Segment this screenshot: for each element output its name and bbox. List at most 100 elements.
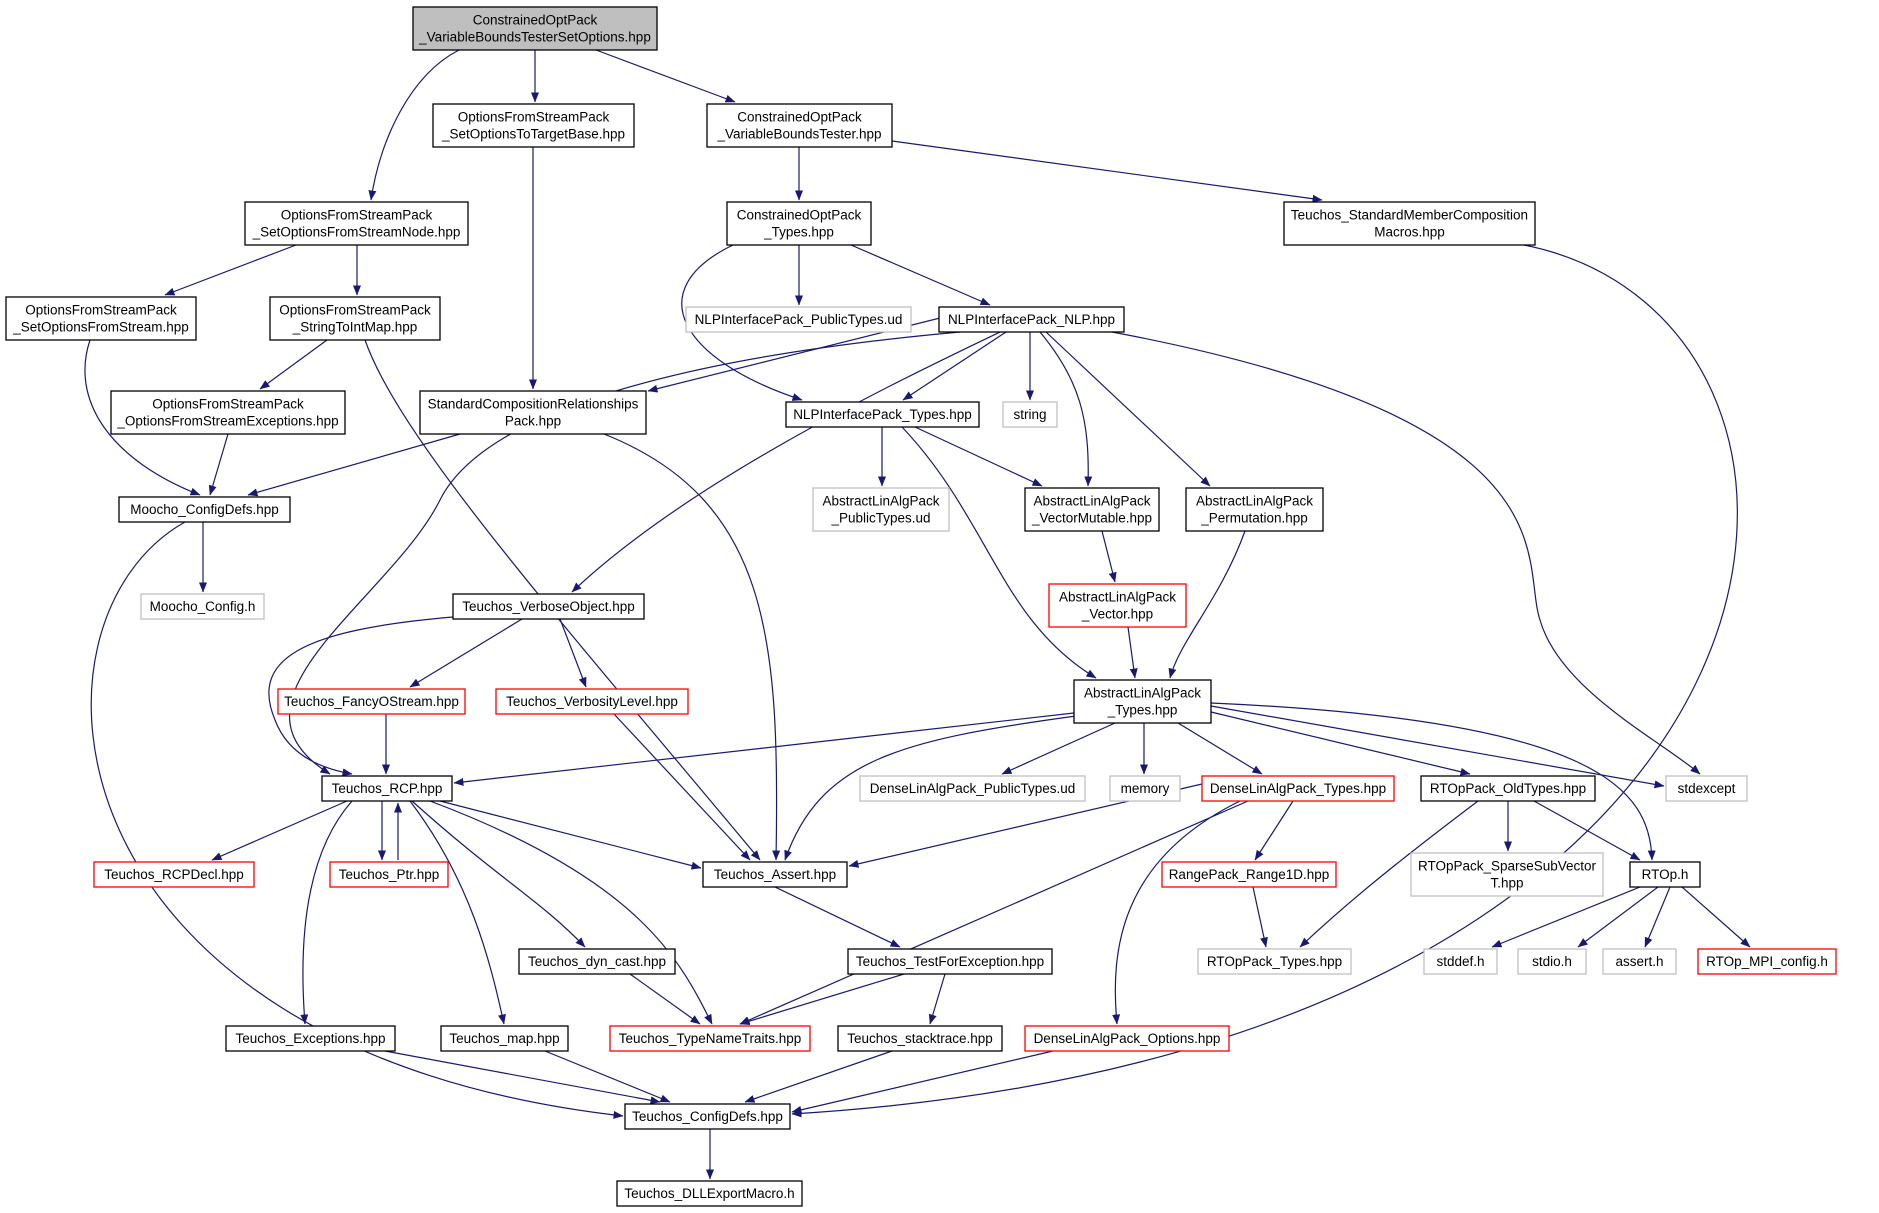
node-nlp-pub: NLPInterfacePack_PublicTypes.ud xyxy=(685,306,912,333)
node-rtop-h[interactable]: RTOp.h xyxy=(1629,861,1701,888)
node-label: StandardCompositionRelationships xyxy=(428,397,639,412)
node-rtop-old[interactable]: RTOpPack_OldTypes.hpp xyxy=(1420,775,1596,802)
node-ala-pub: AbstractLinAlgPack_PublicTypes.ud xyxy=(812,487,950,532)
node-label: OptionsFromStreamPack xyxy=(152,397,304,412)
edge-nlp_types-to-ala_types xyxy=(901,426,1097,679)
node-rtop-mpi[interactable]: RTOp_MPI_config.h xyxy=(1697,948,1837,975)
edge-moocho_cd-to-t_cd xyxy=(90,521,624,1119)
node-t-dll[interactable]: Teuchos_DLLExportMacro.h xyxy=(616,1180,803,1207)
node-label: ConstrainedOptPack xyxy=(737,208,862,223)
node-t-st[interactable]: Teuchos_stacktrace.hpp xyxy=(837,1025,1003,1052)
node-label: Teuchos_FancyOStream.hpp xyxy=(284,694,459,709)
node-box xyxy=(812,487,950,532)
node-t-dyn[interactable]: Teuchos_dyn_cast.hpp xyxy=(518,948,676,975)
node-box xyxy=(1024,487,1160,532)
node-ala-vec[interactable]: AbstractLinAlgPack_Vector.hpp xyxy=(1048,583,1187,628)
edge-nlp_nlp-to-ala_vm xyxy=(1039,331,1093,487)
edge-t_rcp-to-t_map xyxy=(409,800,506,1025)
edge-t_vo-to-t_vl xyxy=(559,618,587,688)
node-t-assert[interactable]: Teuchos_Assert.hpp xyxy=(702,861,848,888)
node-moocho-cd[interactable]: Moocho_ConfigDefs.hpp xyxy=(118,496,291,523)
edge-ofs_s2i-to-ofs_exc xyxy=(259,339,328,390)
edge-ofs_exc-to-moocho_cd xyxy=(208,433,229,496)
node-label: _VariableBoundsTesterSetOptions.hpp xyxy=(418,30,651,45)
node-t-smc[interactable]: Teuchos_StandardMemberCompositionMacros.… xyxy=(1283,201,1536,246)
node-ofs-node[interactable]: OptionsFromStreamPack_SetOptionsFromStre… xyxy=(244,201,469,246)
node-ofs-stream[interactable]: OptionsFromStreamPack_SetOptionsFromStre… xyxy=(5,296,197,341)
node-box xyxy=(702,861,848,888)
node-dla-opt[interactable]: DenseLinAlgPack_Options.hpp xyxy=(1024,1025,1230,1052)
node-ofs-target[interactable]: OptionsFromStreamPack_SetOptionsToTarget… xyxy=(432,103,635,148)
node-box xyxy=(847,948,1053,975)
node-dla-types[interactable]: DenseLinAlgPack_Types.hpp xyxy=(1201,775,1395,802)
node-t-fos[interactable]: Teuchos_FancyOStream.hpp xyxy=(277,688,466,715)
node-label: stdio.h xyxy=(1532,954,1572,969)
node-cop-vbt[interactable]: ConstrainedOptPack_VariableBoundsTester.… xyxy=(706,103,893,148)
node-box xyxy=(5,296,197,341)
node-label: Teuchos_map.hpp xyxy=(449,1031,559,1046)
node-t-rcpdecl[interactable]: Teuchos_RCPDecl.hpp xyxy=(93,861,255,888)
node-label: RangePack_Range1D.hpp xyxy=(1169,867,1330,882)
node-stddef: stddef.h xyxy=(1423,948,1498,975)
node-box xyxy=(859,775,1086,802)
edge-cop_types-to-nlp_nlp xyxy=(850,244,991,306)
edge-t_exc-to-t_cd xyxy=(384,1050,661,1105)
node-label: RTOpPack_SparseSubVector xyxy=(1418,859,1597,874)
node-box xyxy=(1002,401,1058,428)
node-ofs-exc[interactable]: OptionsFromStreamPack_OptionsFromStreamE… xyxy=(110,390,346,435)
node-ala-types[interactable]: AbstractLinAlgPack _Types.hpp xyxy=(1073,679,1212,724)
node-box xyxy=(1185,487,1324,532)
node-string: string xyxy=(1002,401,1058,428)
node-t-exc[interactable]: Teuchos_Exceptions.hpp xyxy=(225,1025,396,1052)
node-label: RTOp.h xyxy=(1642,867,1689,882)
node-label: Teuchos_StandardMemberComposition xyxy=(1291,208,1528,223)
node-root[interactable]: ConstrainedOptPack_VariableBoundsTesterS… xyxy=(412,6,658,51)
node-label: string xyxy=(1013,407,1046,422)
node-ofs-s2i[interactable]: OptionsFromStreamPack_StringToIntMap.hpp xyxy=(269,296,441,341)
node-ala-perm[interactable]: AbstractLinAlgPack_Permutation.hpp xyxy=(1185,487,1324,532)
edge-t_vl-to-t_assert xyxy=(613,713,751,861)
edge-t_vo-to-t_fos xyxy=(409,618,523,688)
edge-rtop_old-to-rtop_h xyxy=(1533,800,1641,861)
node-ala-vm[interactable]: AbstractLinAlgPack_VectorMutable.hpp xyxy=(1024,487,1160,532)
node-label: memory xyxy=(1121,781,1170,796)
node-label: Pack.hpp xyxy=(505,414,561,429)
edge-dla_types-to-t_tnt xyxy=(739,800,1249,1025)
node-t-cd[interactable]: Teuchos_ConfigDefs.hpp xyxy=(624,1103,791,1130)
node-t-map[interactable]: Teuchos_map.hpp xyxy=(440,1025,569,1052)
node-label: RTOp_MPI_config.h xyxy=(1706,954,1828,969)
edge-t_rcp-to-t_rcpdecl xyxy=(211,800,348,861)
node-t-vo[interactable]: Teuchos_VerboseObject.hpp xyxy=(452,593,645,620)
node-box xyxy=(225,1025,396,1052)
node-box xyxy=(419,390,647,435)
node-t-vl[interactable]: Teuchos_VerbosityLevel.hpp xyxy=(495,688,689,715)
node-t-tfe[interactable]: Teuchos_TestForException.hpp xyxy=(847,948,1053,975)
node-box xyxy=(616,1180,803,1207)
node-label: AbstractLinAlgPack xyxy=(1033,494,1150,509)
edge-t_vo-to-t_rcp xyxy=(268,616,454,777)
edge-t_st-to-t_cd xyxy=(744,1050,893,1103)
edge-ala_types-to-t_rcp xyxy=(453,712,1075,786)
node-label: AbstractLinAlgPack xyxy=(1084,686,1201,701)
edge-ala_perm-to-ala_types xyxy=(1168,530,1246,679)
node-box xyxy=(938,306,1125,333)
node-nlp-types[interactable]: NLPInterfacePack_Types.hpp xyxy=(785,401,980,428)
node-t-tnt[interactable]: Teuchos_TypeNameTraits.hpp xyxy=(609,1025,811,1052)
node-t-ptr[interactable]: Teuchos_Ptr.hpp xyxy=(329,861,449,888)
edge-t_rcp-to-t_assert xyxy=(439,800,702,870)
node-label: AbstractLinAlgPack xyxy=(822,494,939,509)
node-label: Teuchos_TypeNameTraits.hpp xyxy=(619,1031,802,1046)
node-label: OptionsFromStreamPack xyxy=(279,303,431,318)
node-nlp-nlp[interactable]: NLPInterfacePack_NLP.hpp xyxy=(938,306,1125,333)
node-label: Teuchos_RCPDecl.hpp xyxy=(104,867,244,882)
node-box xyxy=(1629,861,1701,888)
node-box xyxy=(837,1025,1003,1052)
node-t-rcp[interactable]: Teuchos_RCP.hpp xyxy=(321,775,453,802)
node-rp-r1d[interactable]: RangePack_Range1D.hpp xyxy=(1161,861,1337,888)
node-cop-types[interactable]: ConstrainedOptPack_Types.hpp xyxy=(726,201,872,246)
edge-nlp_nlp-to-ala_perm xyxy=(1045,331,1211,487)
node-label: _Types.hpp xyxy=(1107,703,1178,718)
edge-t_dyn-to-t_tnt xyxy=(629,973,701,1025)
